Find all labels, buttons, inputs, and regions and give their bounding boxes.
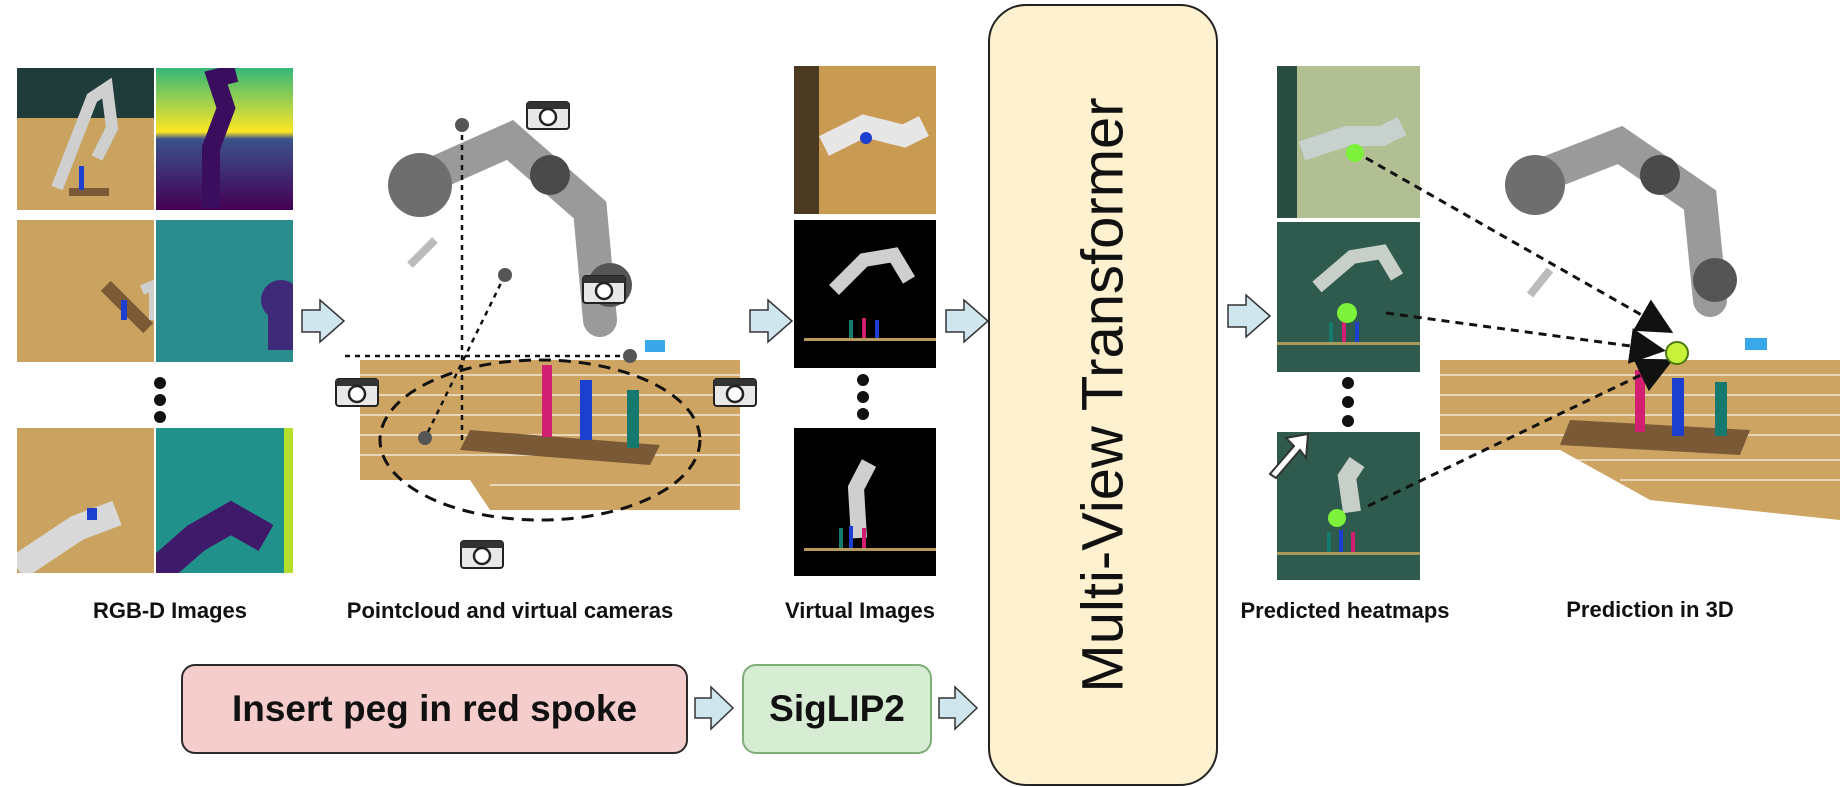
ellipsis-dots-icon [853,372,873,422]
ellipsis-dots-icon [1338,375,1358,429]
camera-icon [335,373,379,407]
instruction-box: Insert peg in red spoke [181,664,688,754]
heatmap-2 [1277,222,1420,372]
encoder-text: SigLIP2 [769,688,905,729]
arrow-icon [1226,293,1272,339]
heatmap-3 [1277,432,1420,580]
arrow-icon [937,685,979,731]
camera-icon [713,373,757,407]
cursor-arrow-icon [1266,430,1312,480]
rgb-image-2 [17,220,154,362]
caption-prediction: Prediction in 3D [1566,597,1734,622]
depth-image-3 [156,428,293,573]
caption-pointcloud: Pointcloud and virtual cameras [346,598,674,623]
rgb-image-1 [17,68,154,210]
camera-icon [460,535,504,569]
instruction-text: Insert peg in red spoke [231,688,638,729]
caption-rgbd: RGB-D Images [92,598,248,623]
depth-image-1 [156,68,293,210]
arrow-icon [300,298,346,344]
virtual-image-2 [794,220,936,368]
multi-view-transformer-box: Multi-View Transformer [988,4,1218,786]
caption-virtual: Virtual Images [785,598,935,623]
virtual-image-1 [794,66,936,214]
arrow-icon [944,298,990,344]
camera-icon [526,96,570,130]
rgb-image-3 [17,428,154,573]
camera-icon [582,270,626,304]
arrow-icon [748,298,794,344]
virtual-image-3 [794,428,936,576]
arrow-icon [693,685,735,731]
siglip2-encoder-box: SigLIP2 [742,664,932,754]
depth-image-2 [156,220,293,362]
pointcloud-scene [340,90,760,570]
ellipsis-dots-icon [150,375,170,425]
caption-heatmaps: Predicted heatmaps [1240,598,1450,623]
heatmap-1 [1277,66,1420,218]
